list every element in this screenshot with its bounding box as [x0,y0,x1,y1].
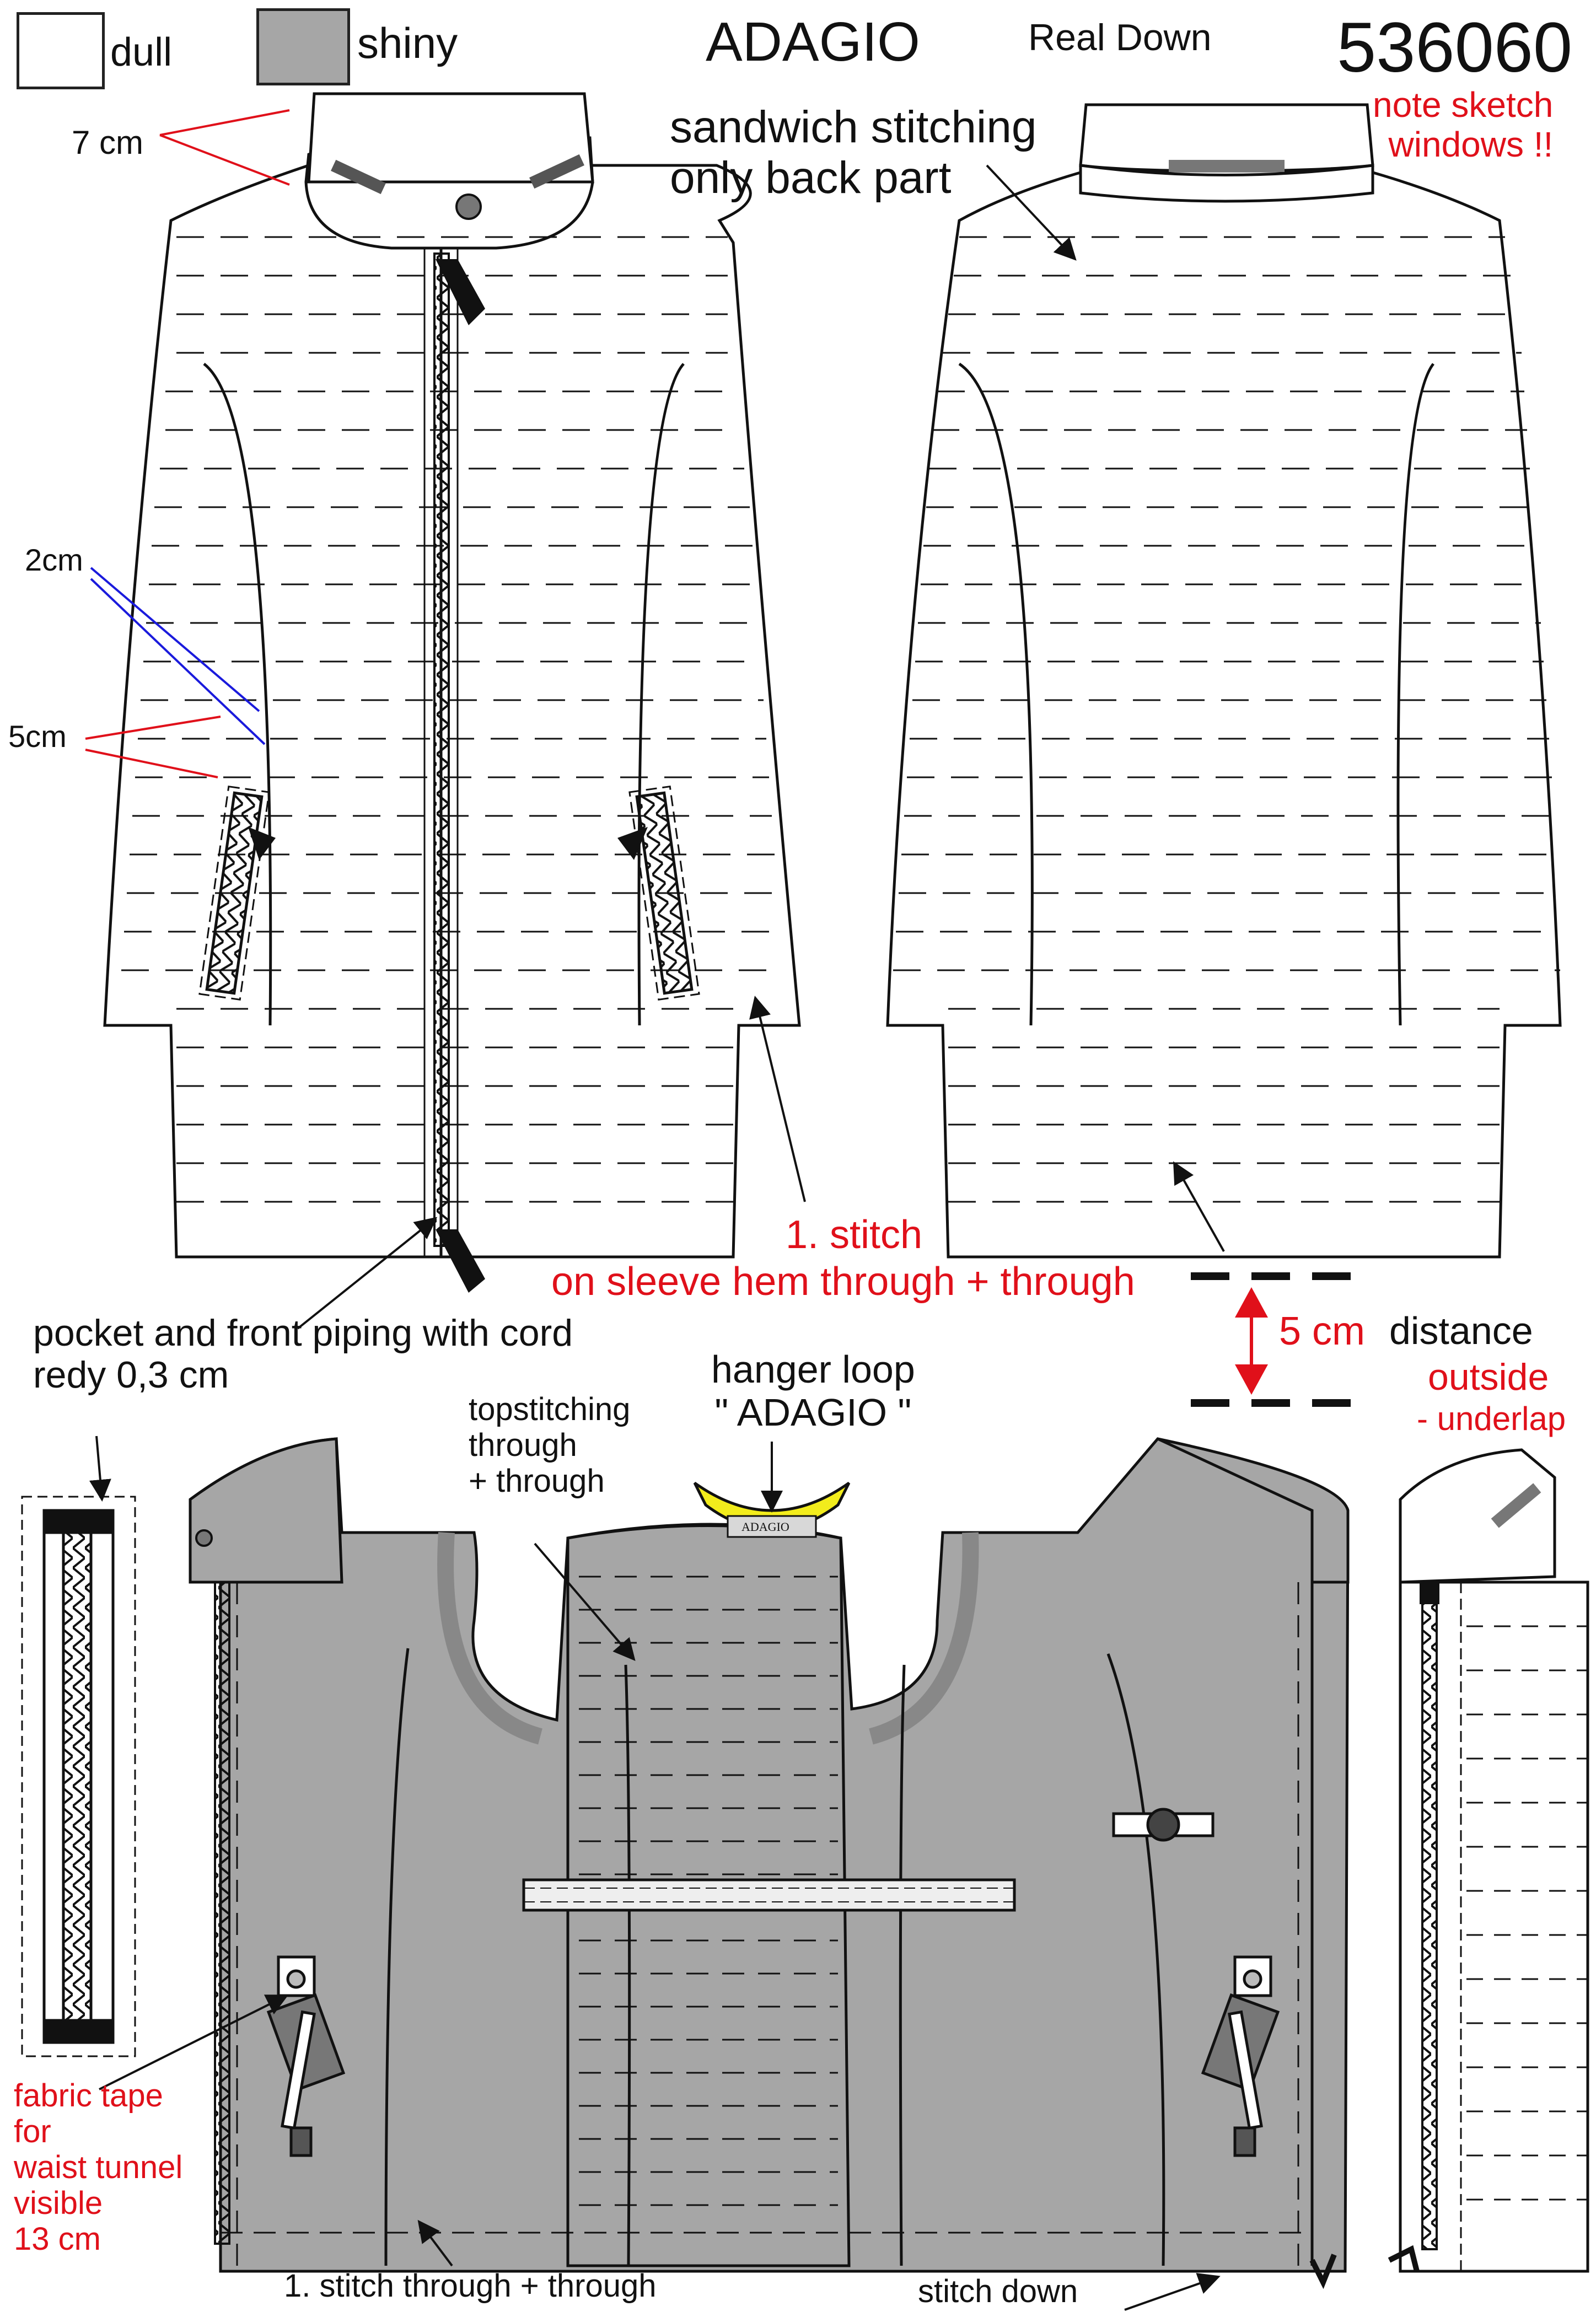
piping-detail [21,1496,136,2057]
underlap-label: - underlap [1417,1400,1566,1437]
waist-tunnel-tape [522,1878,1016,1912]
distance-marker [1191,1272,1362,1407]
legend-shiny-swatch [256,8,350,85]
underlap-zipper [1420,1582,1439,2250]
outside-label: outside [1428,1356,1549,1398]
distance-value: 5 cm [1279,1309,1366,1353]
front-pocket-right [617,786,700,1001]
front-zipper [433,252,485,1293]
legend-dull-swatch [17,12,105,89]
note-sketch-windows: note sketch windows !! [1373,85,1554,164]
lining-collar-dot [195,1529,213,1547]
inner-toggle-button [1112,1808,1215,1842]
stitch-through-note: 1. stitch through + through [284,2268,657,2304]
hanger-loop [693,1481,851,1538]
topstitching-note: topstitching through + through [469,1391,631,1499]
front-pocket-left [198,786,276,1001]
stitch-down-note: stitch down [918,2273,1078,2309]
annotation-lines [85,109,1420,2311]
fabric-tape-note: fabric tape for waist tunnel visible 13 … [14,2078,183,2257]
collar-tabs-front [331,154,584,220]
sandwich-stitching-note: sandwich stitching only back part [670,102,1037,203]
sleeve-hem-note: on sleeve hem through + through [551,1260,1135,1304]
collar-height-label: 7 cm [72,124,144,161]
sleeve-stitch-label: 1. stitch [786,1213,923,1257]
hanger-loop-note: hanger loop " ADAGIO " [711,1348,915,1434]
lining-zipper-left [214,1581,230,2245]
inside-lining-view [189,1437,1350,2273]
back-view-sketch [886,103,1562,1259]
underlap-quilting [1466,1625,1588,2201]
lining-quilting-lines [579,1576,838,2206]
legend-dull-label: dull [110,30,173,74]
back-collar-tab [1169,160,1285,172]
inner-pocket-left [266,1955,346,2157]
quilt-2cm-label: 2cm [25,542,83,577]
style-number: 536060 [1337,8,1573,87]
legend-shiny-label: shiny [357,19,458,67]
underlap-collar-tab [1491,1483,1541,1528]
quilt-5cm-label: 5cm [8,719,67,754]
model-subtitle: Real Down [1028,17,1212,58]
hanger-tag-text: ADAGIO [741,1520,789,1534]
distance-word: distance [1389,1309,1533,1352]
back-quilting-lines [893,236,1560,1203]
model-title: ADAGIO [706,11,920,73]
inner-pocket-right [1201,1955,1280,2157]
piping-note: pocket and front piping with cord redy 0… [33,1312,573,1396]
